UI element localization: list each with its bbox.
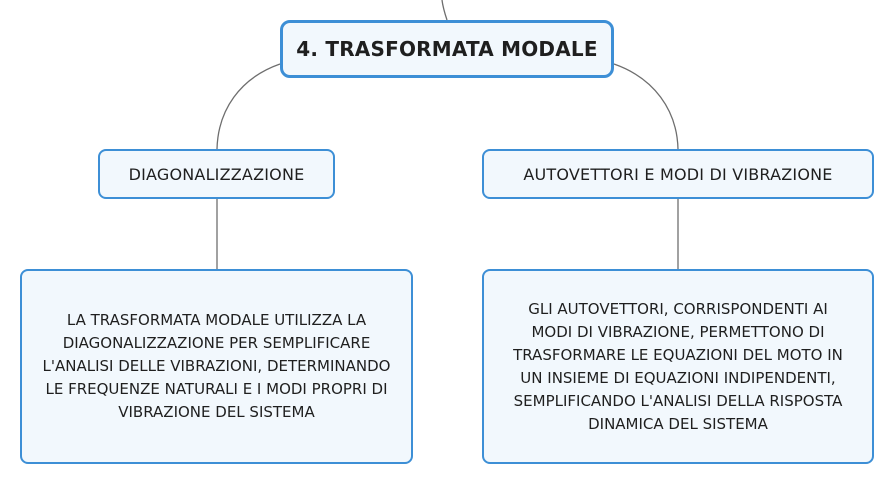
topic-node-autovettori[interactable]: AUTOVETTORI E MODI DI VIBRAZIONE [482, 149, 874, 199]
detail-node-diagonalizzazione[interactable]: LA TRASFORMATA MODALE UTILIZZA LA DIAGON… [20, 269, 413, 464]
connector-root-to-diagonalizzazione [216, 63, 281, 150]
detail-node-autovettori[interactable]: GLI AUTOVETTORI, CORRISPONDENTI AI MODI … [482, 269, 874, 464]
topic-node-diagonalizzazione[interactable]: DIAGONALIZZAZIONE [98, 149, 335, 199]
root-topic-label: 4. TRASFORMATA MODALE [296, 37, 598, 61]
connector-root-to-autovettori [613, 63, 679, 150]
root-topic-node[interactable]: 4. TRASFORMATA MODALE [280, 20, 614, 78]
connector-parent-to-root [441, 0, 448, 21]
detail-text-diagonalizzazione: LA TRASFORMATA MODALE UTILIZZA LA DIAGON… [42, 311, 391, 421]
detail-text-autovettori: GLI AUTOVETTORI, CORRISPONDENTI AI MODI … [513, 299, 843, 433]
topic-label-diagonalizzazione: DIAGONALIZZAZIONE [128, 164, 305, 184]
topic-label-autovettori: AUTOVETTORI E MODI DI VIBRAZIONE [523, 164, 833, 184]
